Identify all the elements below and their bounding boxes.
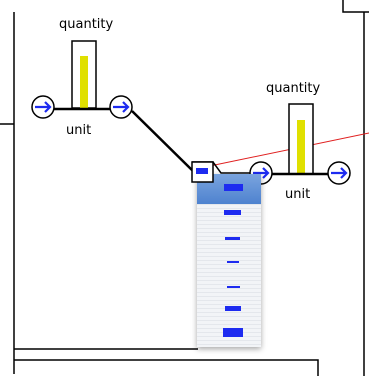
list-item-mark[interactable] [224,210,241,215]
connector-line [131,110,197,175]
widget-right-gauge-fill [297,120,305,174]
list-item-mark[interactable] [225,237,240,240]
widget-left-unit-label: unit [66,123,91,138]
list-item-mark[interactable] [225,306,241,311]
widget-right[interactable]: quantity unit [249,81,351,202]
dropdown-items [223,184,243,337]
list-item-mark[interactable] [227,286,240,288]
arrow-right-icon[interactable] [109,95,133,119]
widget-left-gauge-fill [80,56,88,108]
arrow-right-icon[interactable] [31,95,55,119]
widget-right-quantity-label: quantity [266,81,321,96]
widget-left[interactable]: quantity unit [31,17,133,138]
list-item-mark[interactable] [227,261,239,263]
red-link-line [204,132,369,168]
widget-left-quantity-label: quantity [59,17,114,32]
list-item-mark[interactable] [223,328,243,337]
arrow-right-icon[interactable] [327,161,351,185]
unit-dropdown-list[interactable] [197,174,261,347]
list-item-mark[interactable] [224,184,243,191]
dropdown-handle[interactable] [191,161,250,183]
dropdown-handle-mark [196,168,208,174]
widget-right-unit-label: unit [285,187,310,202]
